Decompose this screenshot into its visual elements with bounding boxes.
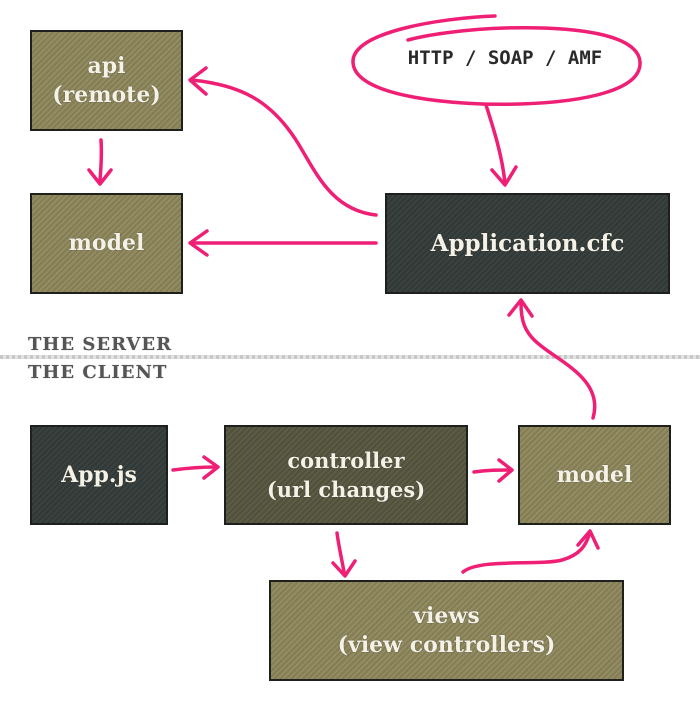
arrow-application-to-api <box>190 78 378 217</box>
api-remote-node: api (remote) <box>30 30 183 131</box>
views-node: views (view controllers) <box>269 580 624 681</box>
api-node-label: api <box>87 52 126 79</box>
server-client-divider <box>0 355 700 359</box>
controller-sublabel: (url changes) <box>266 477 426 502</box>
arrow-controller-to-views <box>335 531 346 574</box>
arrow-api-to-server-model <box>98 138 104 182</box>
arrow-controller-to-views-head <box>331 559 357 578</box>
application-cfc-node: Application.cfc <box>385 193 670 294</box>
controller-label: controller <box>287 448 405 473</box>
protocol-label: HTTP / SOAP / AMF <box>407 47 603 69</box>
arrow-controller-to-client-model-head <box>497 458 514 483</box>
arrow-appjs-to-controller <box>171 465 218 472</box>
protocol-ellipse <box>351 14 642 107</box>
arrow-client-model-to-application <box>519 301 597 420</box>
client-model-node: model <box>518 425 671 525</box>
views-sublabel: (view controllers) <box>337 631 556 658</box>
server-section-label: THE SERVER <box>28 334 173 355</box>
appjs-node: App.js <box>30 425 168 525</box>
application-cfc-label: Application.cfc <box>430 230 625 257</box>
server-model-node: model <box>30 193 183 294</box>
appjs-label: App.js <box>61 461 137 488</box>
arrow-client-model-to-application-head <box>507 298 534 318</box>
arrow-application-to-api-head <box>188 66 208 96</box>
arrow-appjs-to-controller-head <box>202 455 220 480</box>
arrow-views-to-client-model <box>461 533 591 574</box>
server-model-label: model <box>68 230 145 256</box>
arrow-controller-to-client-model <box>472 468 512 474</box>
views-label: views <box>413 602 480 629</box>
controller-node: controller (url changes) <box>224 425 468 525</box>
arrow-api-to-server-model-head <box>87 168 113 186</box>
arrow-protocol-to-application-head <box>490 165 518 187</box>
client-model-label: model <box>556 461 633 488</box>
arrow-views-to-client-model-head <box>576 529 600 550</box>
arrow-application-to-server-model-head <box>188 229 209 257</box>
api-node-sublabel: (remote) <box>52 81 161 108</box>
client-section-label: THE CLIENT <box>28 362 168 383</box>
arrow-protocol-to-application <box>484 103 507 185</box>
